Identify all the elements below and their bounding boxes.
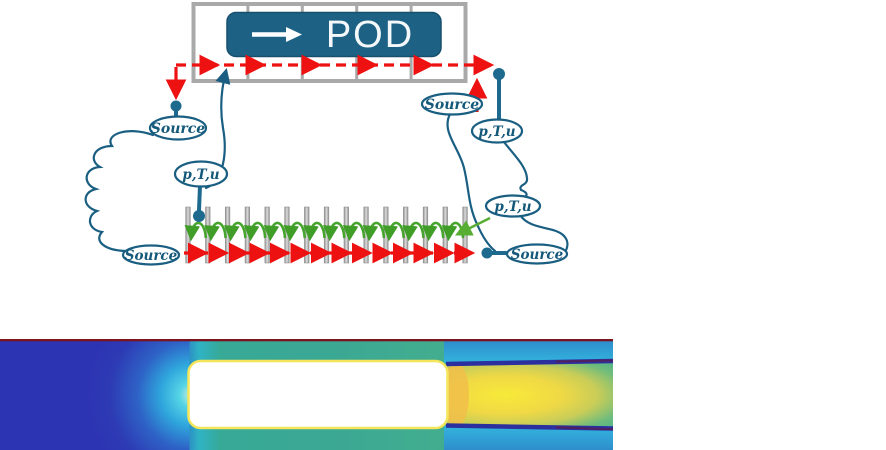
green-vortex-arc [441, 221, 465, 242]
green-vortex-arc [303, 221, 326, 242]
probe-pin-comb [193, 184, 205, 222]
source-node-top-left: Source [148, 115, 208, 141]
field-top-wall-line [0, 339, 613, 342]
ptu-node-top-right: p,T,u [470, 118, 524, 144]
ptu-label: p,T,u [182, 167, 219, 183]
field-obstacle [187, 359, 449, 430]
green-vortex-arc [402, 221, 425, 242]
source-label: Source [511, 247, 564, 263]
ptu-label: p,T,u [478, 124, 515, 140]
probe-pin-bottom-right [481, 247, 508, 259]
green-vortex-arc [362, 221, 386, 242]
field-top-channel-strip [444, 341, 613, 363]
source-label: Source [425, 97, 480, 113]
source-node-bottom-left: Source [121, 244, 181, 266]
cfd-flow-field [0, 339, 613, 450]
source-node-top-right: Source [420, 92, 484, 116]
comb-green-vortex-arcs [184, 221, 465, 242]
field-stagnation-arcs [66, 340, 190, 450]
green-vortex-arc [323, 221, 346, 242]
green-vortex-arc [243, 221, 267, 242]
ptu-node-lower-right: p,T,u [484, 194, 542, 218]
green-vortex-arc [283, 221, 307, 242]
green-vortex-arc [342, 221, 366, 242]
squiggle-right-source-link [446, 112, 497, 253]
rom-schematic-diagram: POD Sou [84, 2, 569, 266]
field-shear-accent-bottom [555, 426, 613, 431]
green-vortex-arc [263, 221, 287, 242]
pod-label: POD [326, 14, 414, 56]
ptu-label: p,T,u [494, 199, 531, 215]
green-vortex-arc [224, 221, 247, 242]
green-vortex-arc [422, 221, 445, 242]
field-shear-accent-top [555, 359, 613, 363]
green-vortex-arc [204, 221, 227, 242]
ptu-node-top-left: p,T,u [173, 160, 229, 188]
ptu-to-comb-green-arrow [454, 216, 491, 236]
pod-box: POD [226, 11, 442, 58]
source-node-bottom-right: Source [505, 243, 569, 265]
comb-fin-array [185, 206, 468, 264]
squiggle-left-source-link [84, 130, 155, 253]
source-label: Source [151, 121, 206, 137]
green-vortex-arc [382, 221, 405, 242]
field-wake-hot-core [443, 362, 469, 428]
green-vortex-arc [184, 221, 208, 242]
squiggle-right-ptu-link [502, 140, 529, 199]
probe-pin-top-right [493, 68, 505, 123]
pod-arrow-icon-head [286, 27, 302, 42]
source-label: Source [125, 248, 178, 264]
